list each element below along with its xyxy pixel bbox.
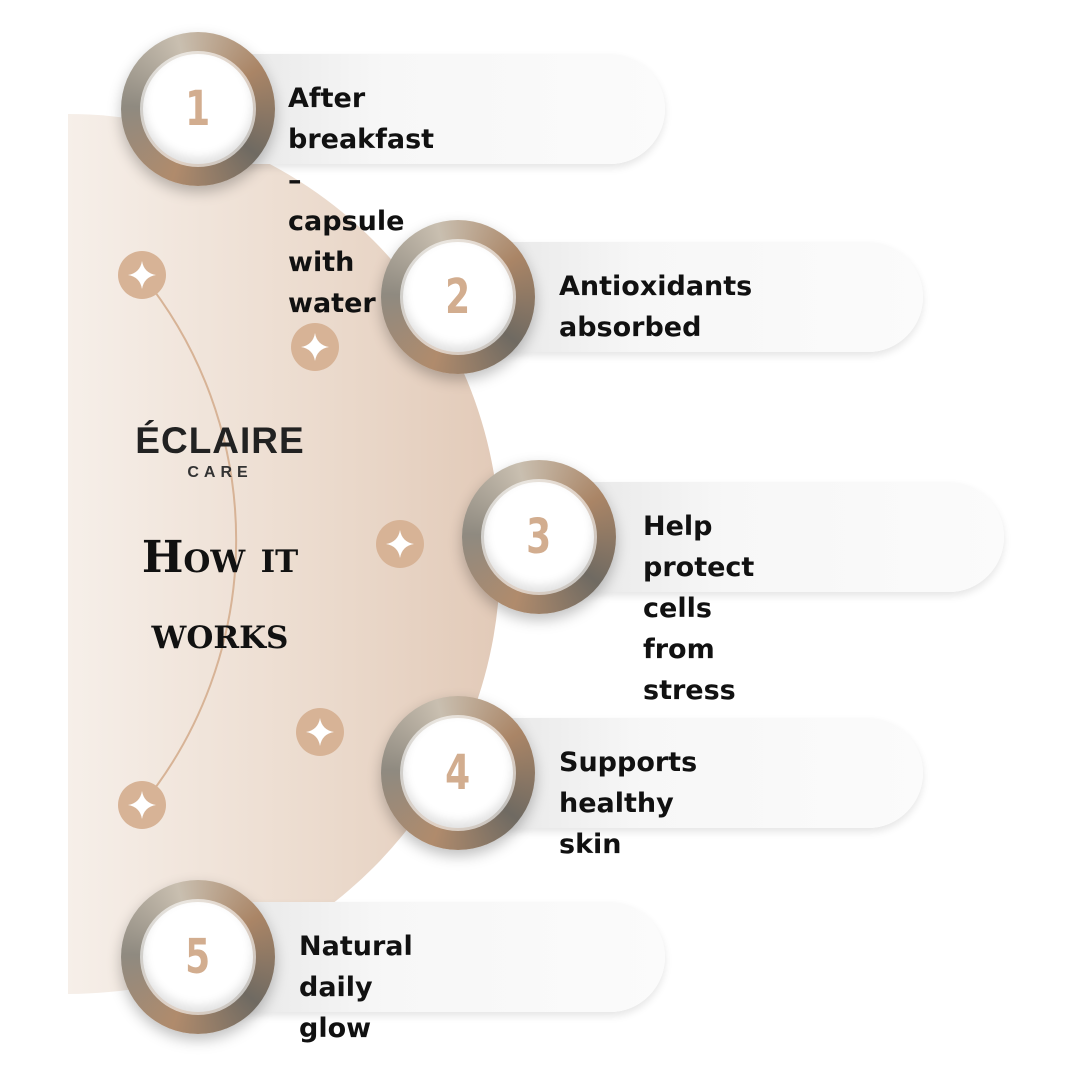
sparkle-node: [376, 520, 424, 568]
step-number-circle: 3: [484, 482, 594, 592]
step-number-circle: 4: [403, 718, 513, 828]
step-text: Help protect cells from stress: [643, 511, 755, 706]
step-number-badge: 1: [121, 32, 275, 186]
step-number-circle: 5: [143, 902, 253, 1012]
step-number-badge: 5: [121, 880, 275, 1034]
step-number-badge: 3: [462, 460, 616, 614]
brand-name: ÉCLAIRE: [135, 420, 305, 461]
sparkle-node: [291, 323, 339, 371]
brand-logo: ÉCLAIRE CARE: [110, 420, 330, 482]
step-number-badge: 4: [381, 696, 535, 850]
sparkle-icon: [128, 791, 156, 819]
step-number: 3: [526, 509, 552, 565]
step-number: 2: [445, 269, 471, 325]
brand-subtitle: CARE: [187, 464, 253, 481]
step-text: Supports healthy skin: [559, 747, 698, 860]
page-title-line-2: works: [151, 608, 289, 659]
step-number-badge: 2: [381, 220, 535, 374]
sparkle-node: [118, 251, 166, 299]
step-number-circle: 2: [403, 242, 513, 352]
sparkle-icon: [306, 718, 334, 746]
sparkle-icon: [301, 333, 329, 361]
step-number-circle: 1: [143, 54, 253, 164]
page-title: How it works: [100, 520, 340, 672]
sparkle-node: [296, 708, 344, 756]
timeline-arc-path: [141, 274, 238, 806]
step-text: After breakfast – capsule with water: [288, 83, 435, 319]
step-number: 5: [185, 929, 211, 985]
sparkle-icon: [128, 261, 156, 289]
step-text: Natural daily glow: [299, 931, 413, 1044]
step-number: 1: [185, 81, 211, 137]
sparkle-icon: [386, 530, 414, 558]
step-card: [197, 54, 665, 164]
page-title-line-1: How it: [141, 532, 299, 583]
step-text: Antioxidants absorbed: [559, 271, 753, 343]
sparkle-node: [118, 781, 166, 829]
step-card: [197, 902, 665, 1012]
step-number: 4: [445, 745, 471, 801]
